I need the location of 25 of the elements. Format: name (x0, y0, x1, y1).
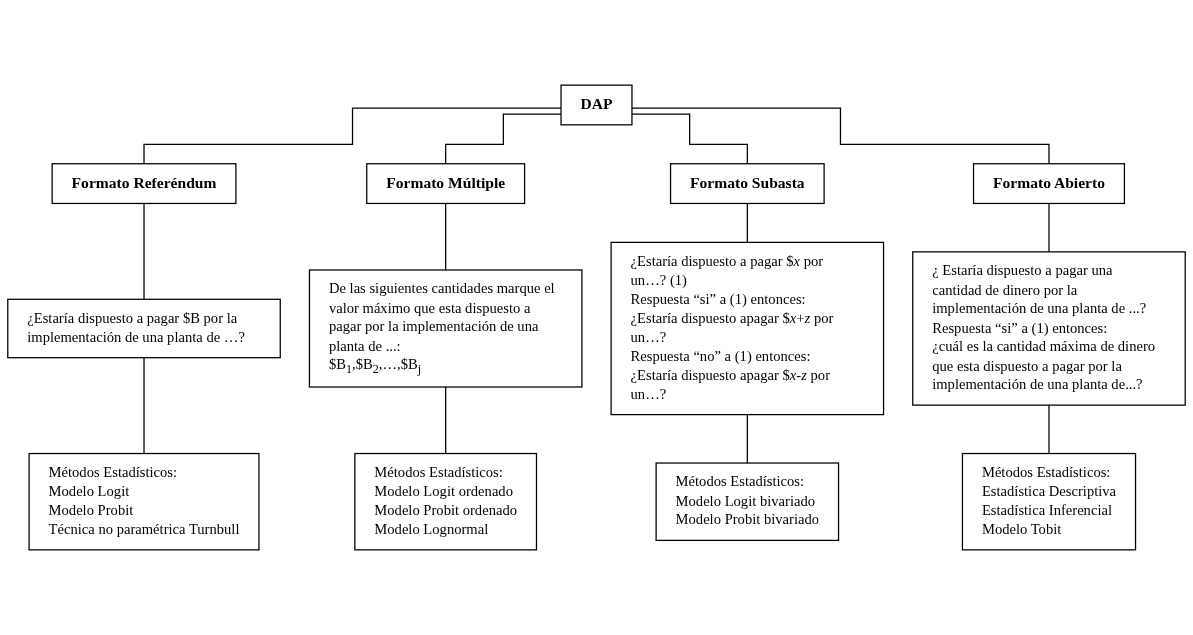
node-box: DAP (560, 84, 633, 126)
node-box: ¿ Estaría dispuesto a pagar una cantidad de dinero por la implementación de una planta de ...? Respuesta “si” a (1) entonces: ¿cuál es la cantidad máxima de dinero que esta dispuesto a pagar por la implementación de una planta de...? (912, 251, 1186, 406)
connector (746, 202, 748, 243)
node-box: Métodos Estadísticos: Modelo Logit ordenado Modelo Probit ordenado Modelo Lognormal (354, 452, 538, 551)
node-box: ¿Estaría dispuesto a pagar $B por la implementación de una planta de …? (7, 298, 281, 359)
connector (143, 107, 562, 165)
connector (631, 113, 748, 165)
node-box: Formato Múltiple (366, 163, 526, 205)
node-box: Formato Subasta (669, 163, 825, 205)
connector (143, 357, 145, 455)
connector (1048, 404, 1050, 455)
connector (445, 386, 447, 455)
node-box: Métodos Estadísticos: Modelo Logit bivariado Modelo Probit bivariado (655, 462, 840, 541)
connector (143, 202, 145, 300)
node-box: ¿Estaría dispuesto a pagar $x por un…? (1) Respuesta “si” a (1) entonces: ¿Estaría dispuesto apagar $x+z por un…? Respuesta “no” a (1) entonces: ¿Estaría dispuesto apagar $x-z por un…? (610, 241, 885, 416)
node-box: Métodos Estadísticos: Modelo Logit Modelo Probit Técnica no paramétrica Turnbull (28, 452, 260, 551)
node-box: Formato Abierto (972, 163, 1126, 205)
node-box: Formato Referéndum (51, 163, 237, 205)
connector (445, 202, 447, 271)
connector (1048, 202, 1050, 253)
node-box: Métodos Estadísticos: Estadística Descriptiva Estadística Inferencial Modelo Tobit (961, 452, 1137, 551)
node-box: De las siguientes cantidades marque el valor máximo que esta dispuesto a pagar por la implementación de una planta de ...: $B$_{1}$,$B$_{2}$,…,$B$_{j}$ (308, 269, 583, 388)
connector (631, 107, 1050, 165)
connector (746, 413, 748, 464)
connector (445, 113, 562, 165)
